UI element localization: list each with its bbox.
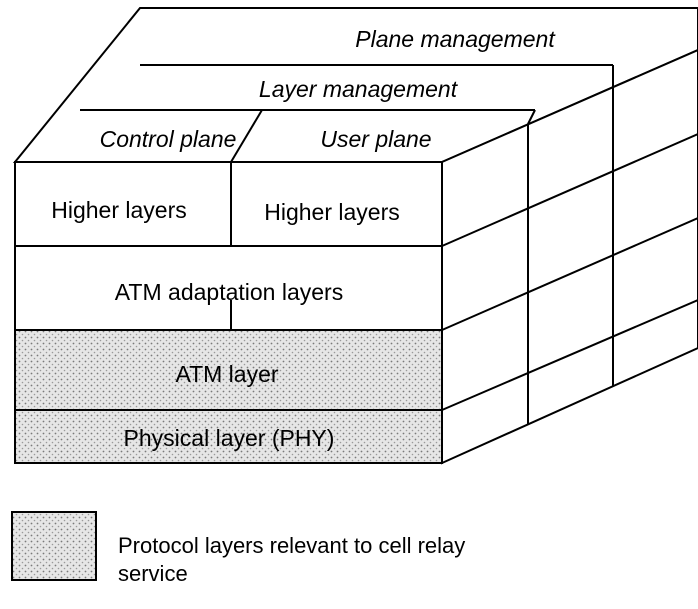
physical-layer-label: Physical layer (PHY) — [124, 425, 335, 451]
higher-layers-user-label: Higher layers — [264, 199, 400, 225]
side-row-1 — [441, 133, 698, 247]
side-row-2 — [441, 217, 698, 331]
layer-management-label: Layer management — [259, 76, 459, 102]
user-plane-label: User plane — [320, 126, 431, 152]
side-row-3 — [441, 299, 698, 411]
top-divider-control-user-slant — [230, 109, 263, 163]
higher-layers-control-label: Higher layers — [51, 197, 187, 223]
control-plane-label: Control plane — [100, 126, 237, 152]
side-edge-top-inner — [527, 109, 536, 125]
atm-layer-block — [14, 329, 443, 411]
plane-management-label: Plane management — [355, 26, 556, 52]
legend-text: Protocol layers relevant to cell relay s… — [118, 533, 466, 586]
legend-swatch — [11, 511, 97, 581]
physical-layer-block — [14, 409, 443, 464]
atm-layer-label: ATM layer — [175, 361, 278, 387]
atm-adaptation-layers-label: ATM adaptation layers — [115, 279, 343, 305]
